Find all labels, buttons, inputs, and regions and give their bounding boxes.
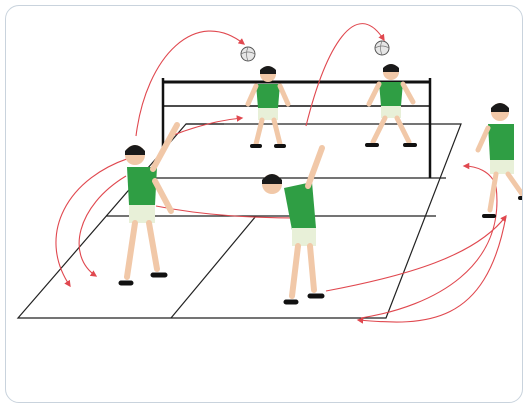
player-figure <box>245 66 291 148</box>
balls <box>240 40 390 62</box>
trajectory-arrow <box>360 185 498 319</box>
player-figure <box>262 145 325 305</box>
volleyball-icon <box>240 46 256 62</box>
trajectory-arrow <box>305 23 385 127</box>
player-figure <box>365 64 417 147</box>
trajectory-arrow <box>55 155 137 288</box>
volleyball-icon <box>374 40 390 56</box>
image-frame <box>5 5 523 403</box>
trajectory-arrow <box>325 214 507 292</box>
volleyball-drill-illustration <box>16 23 522 324</box>
player-figure <box>475 103 522 218</box>
trajectory-arrow <box>170 115 244 137</box>
trajectories <box>55 23 507 324</box>
trajectory-arrow <box>135 30 246 137</box>
player-figure <box>118 122 180 286</box>
trajectory-arrow <box>356 215 507 324</box>
trajectory-arrow <box>78 175 127 277</box>
court-divider-line <box>170 215 257 319</box>
